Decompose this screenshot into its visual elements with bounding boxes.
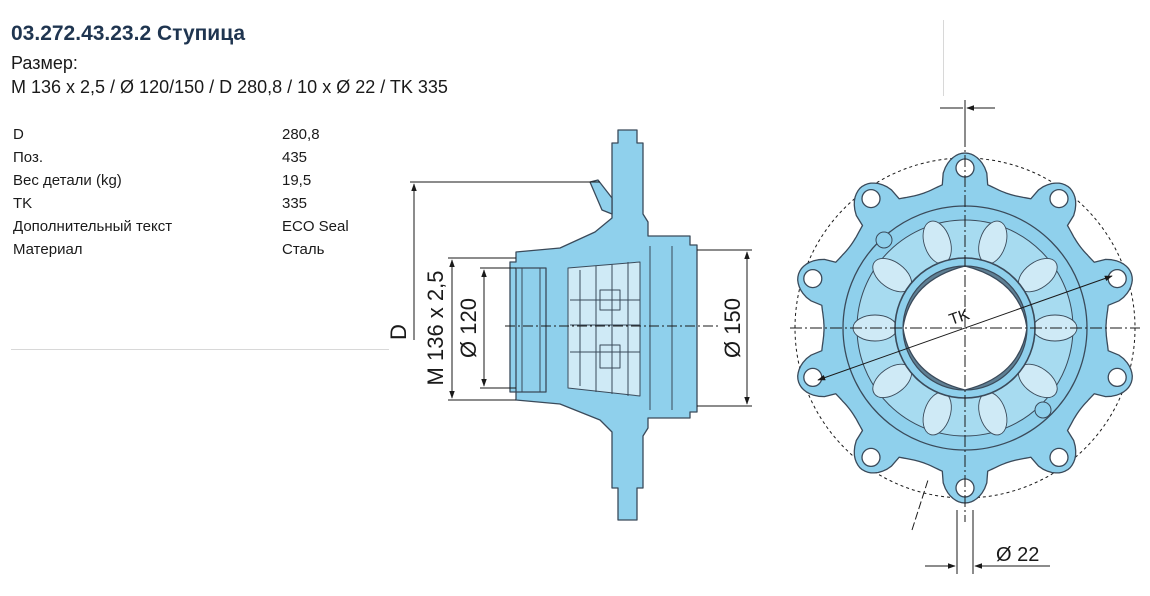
front-dimensions	[911, 100, 1050, 574]
technical-drawing: D M 136 x 2,5 Ø 120 Ø 150 TK Ø 22	[390, 100, 1140, 574]
dim-150-label: Ø 150	[720, 298, 745, 358]
size-label: Размер:	[11, 53, 78, 73]
spec-value: ECO Seal	[282, 218, 349, 235]
spec-row-d: D 280,8	[13, 125, 393, 148]
spec-table: D 280,8 Поз. 435 Вес детали (kg) 19,5 TK…	[13, 125, 393, 263]
dim-d-label: D	[390, 324, 411, 340]
side-dimensions	[410, 181, 752, 407]
bolt-hole	[1049, 188, 1069, 209]
hub-side-rings	[521, 246, 673, 410]
bolt-hole	[803, 367, 823, 388]
spec-key: Поз.	[13, 149, 43, 166]
size-value: M 136 x 2,5 / Ø 120/150 / D 280,8 / 10 x…	[11, 77, 448, 97]
hub-front-view	[790, 135, 1140, 522]
spec-row-pos: Поз. 435	[13, 148, 393, 171]
page-title: 03.272.43.23.2 Ступица	[11, 22, 246, 45]
spec-value: 435	[282, 149, 308, 166]
dim-hole-label: Ø 22	[996, 544, 1039, 566]
logo-mark-bottom	[1034, 401, 1052, 419]
spec-value: 19,5	[282, 172, 312, 189]
bolt-hole	[861, 188, 881, 209]
tk-line	[817, 275, 1113, 381]
spec-value: 280,8	[282, 126, 320, 143]
spec-value: Сталь	[282, 241, 325, 258]
bolt-hole	[1107, 367, 1127, 388]
spec-value: 335	[282, 195, 308, 212]
hub-side-view	[505, 129, 720, 521]
bolt-hole	[1107, 268, 1127, 289]
bolt-hole	[803, 268, 823, 289]
spec-key: Дополнительный текст	[13, 218, 173, 235]
spec-row-weight: Вес детали (kg) 19,5	[13, 171, 393, 194]
spec-key: TK	[13, 195, 33, 212]
spec-row-extra: Дополнительный текст ECO Seal	[13, 217, 393, 240]
header-divider	[943, 20, 944, 96]
dim-120-label: Ø 120	[456, 298, 481, 358]
hub-side-bore	[567, 261, 641, 397]
bolt-hole	[1049, 447, 1069, 468]
spec-key: Материал	[13, 241, 83, 258]
spec-key: D	[13, 126, 24, 143]
bolt-hole	[861, 447, 881, 468]
hub-side-inner-lines	[570, 262, 640, 396]
dim-thread-label: M 136 x 2,5	[423, 271, 448, 386]
dim-tk-label: TK	[947, 306, 972, 329]
spec-row-material: Материал Сталь	[13, 240, 393, 263]
logo-mark-top	[875, 231, 893, 249]
spec-row-tk: TK 335	[13, 194, 393, 217]
spec-key: Вес детали (kg)	[13, 172, 122, 189]
hub-side-seal	[515, 267, 547, 393]
hub-side-rib	[589, 179, 613, 215]
spec-separator	[11, 349, 389, 350]
